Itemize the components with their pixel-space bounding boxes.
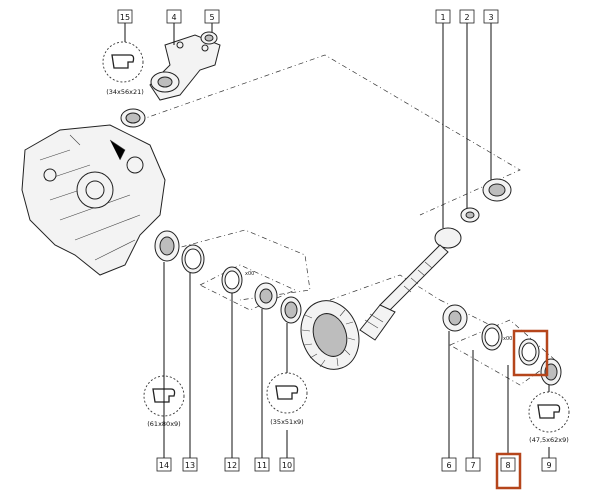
- callout-15: 15: [117, 9, 133, 24]
- shim-nut-2: [460, 207, 480, 223]
- svg-text:13: 13: [185, 461, 195, 470]
- bearing-3: [482, 178, 512, 202]
- callout-3: 3: [483, 9, 499, 24]
- highlight-callout-8: [495, 452, 522, 490]
- bearing-6: [442, 304, 468, 332]
- svg-text:1: 1: [440, 13, 445, 22]
- callout-11: 11: [254, 457, 270, 472]
- svg-text:5: 5: [209, 13, 214, 22]
- gearbox-housing: [21, 124, 166, 276]
- svg-text:8: 8: [505, 461, 510, 470]
- callout-13: 13: [182, 457, 198, 472]
- seal-dimension-10: (35x51x9): [270, 418, 303, 426]
- bearing-11: [254, 282, 278, 310]
- crown-wheel: [300, 300, 360, 370]
- ring-7: [481, 323, 503, 351]
- callout-8: 8: [500, 457, 516, 472]
- callout-6: 6: [441, 457, 457, 472]
- seal-symbol-15: (34x56x21): [102, 41, 144, 96]
- seal-10: [280, 296, 302, 324]
- svg-text:7: 7: [470, 461, 475, 470]
- svg-text:14: 14: [159, 461, 169, 470]
- seal-9: [540, 358, 562, 386]
- svg-text:2: 2: [464, 13, 469, 22]
- svg-text:15: 15: [120, 13, 130, 22]
- seal-symbol-9: (47,5x62x9): [528, 391, 570, 444]
- callout-5: 5: [204, 9, 220, 24]
- seal-dimension-9: (47,5x62x9): [529, 436, 569, 444]
- seal-dimension-15: (34x56x21): [106, 88, 144, 96]
- flange-seal: [120, 108, 146, 128]
- highlight-part-8: [512, 329, 549, 377]
- ring-12: [221, 266, 243, 294]
- ring-13: [181, 244, 205, 274]
- ring-8: [518, 338, 540, 366]
- flange-nut: [200, 31, 218, 45]
- svg-text:6: 6: [446, 461, 451, 470]
- quantity-mark-7: x00: [503, 336, 512, 342]
- leader-lines: [124, 23, 550, 458]
- output-flange: [149, 34, 221, 101]
- svg-text:3: 3: [488, 13, 493, 22]
- callout-7: 7: [465, 457, 481, 472]
- callout-2: 2: [459, 9, 475, 24]
- seal-symbol-10: (35x51x9): [266, 372, 308, 426]
- svg-text:11: 11: [257, 461, 267, 470]
- svg-text:4: 4: [171, 13, 176, 22]
- quantity-mark-12: x00: [245, 271, 254, 277]
- svg-text:10: 10: [282, 461, 292, 470]
- pinion-shaft: [359, 227, 462, 341]
- callout-1: 1: [435, 9, 451, 24]
- svg-text:9: 9: [546, 461, 551, 470]
- svg-text:12: 12: [227, 461, 237, 470]
- assembly-dash-outline: [139, 54, 556, 386]
- seal-14: [154, 230, 180, 262]
- callout-10: 10: [279, 457, 295, 472]
- callout-9: 9: [541, 457, 557, 472]
- callout-12: 12: [224, 457, 240, 472]
- callout-4: 4: [166, 9, 182, 24]
- callout-14: 14: [156, 457, 172, 472]
